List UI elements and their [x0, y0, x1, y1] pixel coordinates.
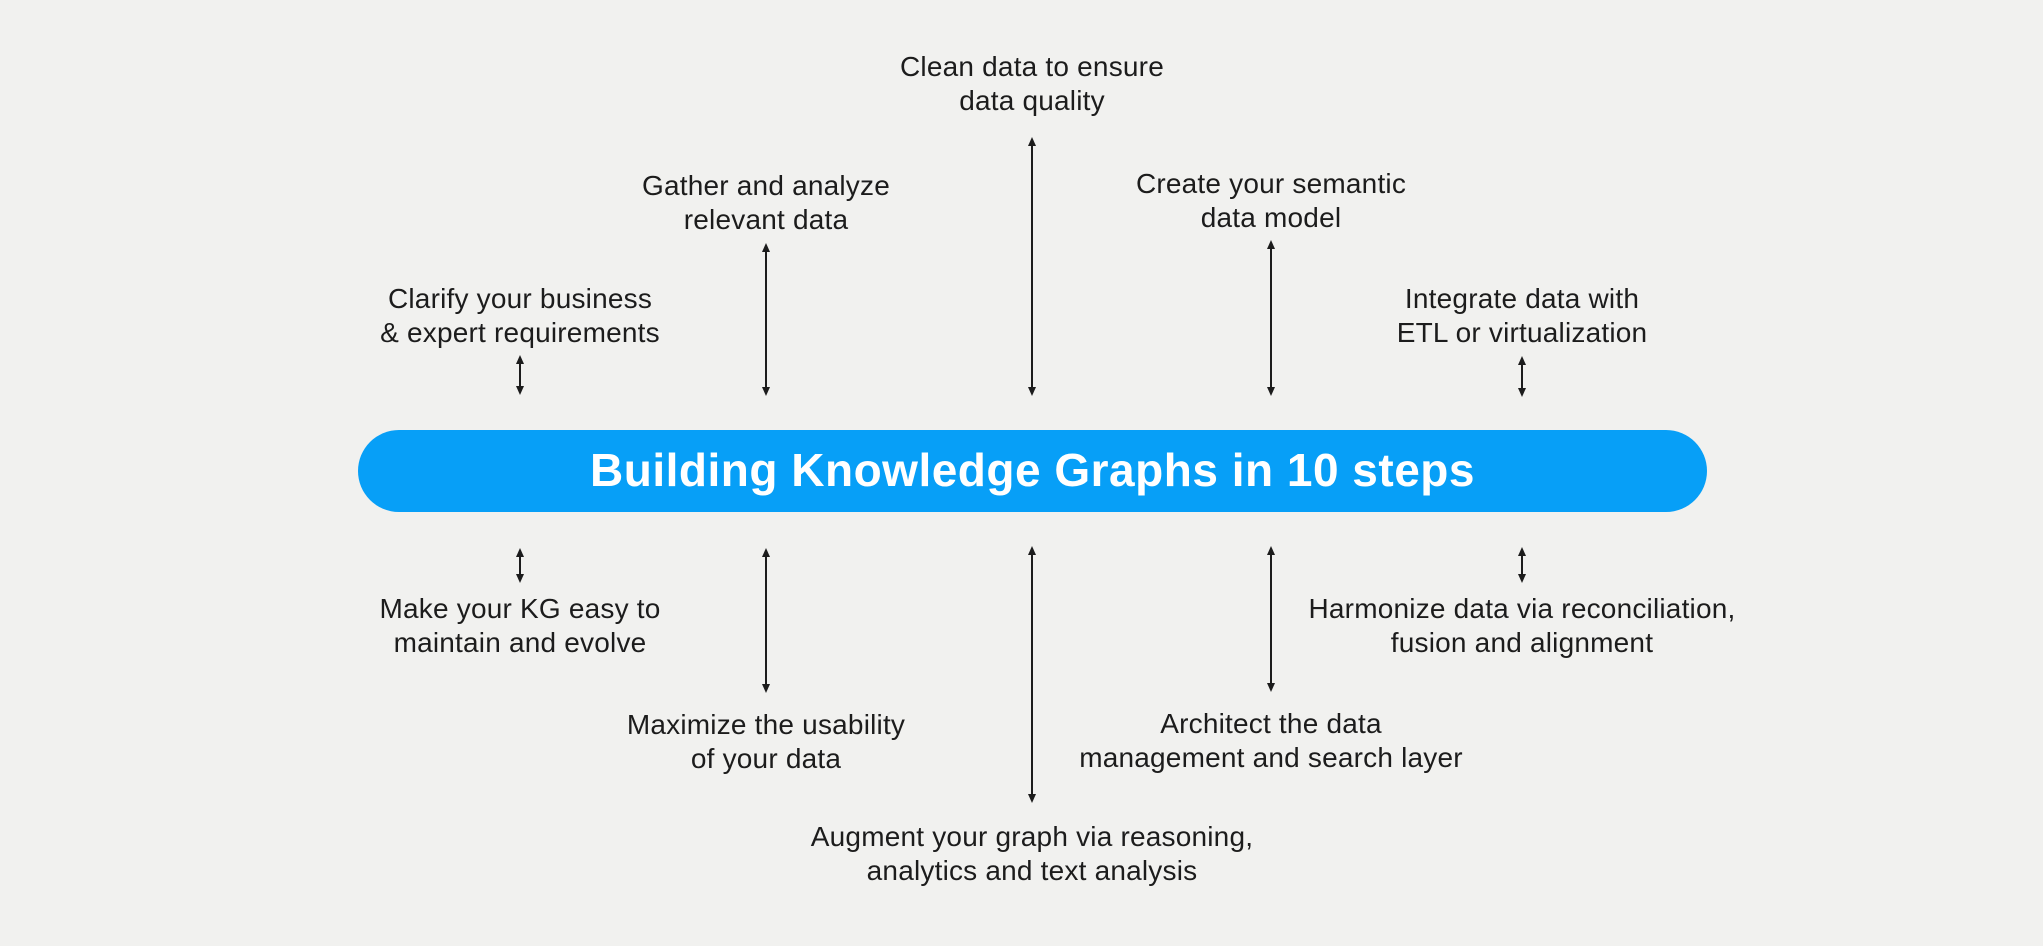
double-arrow-icon	[1270, 249, 1272, 387]
double-arrow-icon	[519, 364, 521, 386]
double-arrow-icon	[765, 557, 767, 684]
step-label-clean-data: Clean data to ensure data quality	[900, 51, 1164, 116]
title-banner: Building Knowledge Graphs in 10 steps	[358, 430, 1707, 512]
double-arrow-icon	[765, 252, 767, 387]
step-label-semantic-model: Create your semantic data model	[1135, 168, 1407, 233]
step-label-augment-graph: Augment your graph via reasoning, analyt…	[810, 821, 1254, 886]
step-label-harmonize-data: Harmonize data via reconciliation, fusio…	[1308, 593, 1736, 658]
step-label-maintain-evolve: Make your KG easy to maintain and evolve	[379, 593, 661, 658]
double-arrow-icon	[519, 557, 521, 574]
double-arrow-icon	[1521, 556, 1523, 574]
double-arrow-icon	[1521, 365, 1523, 388]
double-arrow-icon	[1270, 555, 1272, 683]
double-arrow-icon	[1031, 146, 1033, 387]
step-label-maximize-usability: Maximize the usability of your data	[626, 709, 906, 774]
diagram-title: Building Knowledge Graphs in 10 steps	[590, 443, 1475, 496]
double-arrow-icon	[1031, 555, 1033, 794]
step-label-gather-data: Gather and analyze relevant data	[642, 170, 890, 235]
step-label-integrate-data: Integrate data with ETL or virtualizatio…	[1396, 283, 1648, 348]
step-label-clarify-requirements: Clarify your business & expert requireme…	[380, 283, 660, 348]
step-label-architect-layer: Architect the data management and search…	[1079, 708, 1463, 773]
